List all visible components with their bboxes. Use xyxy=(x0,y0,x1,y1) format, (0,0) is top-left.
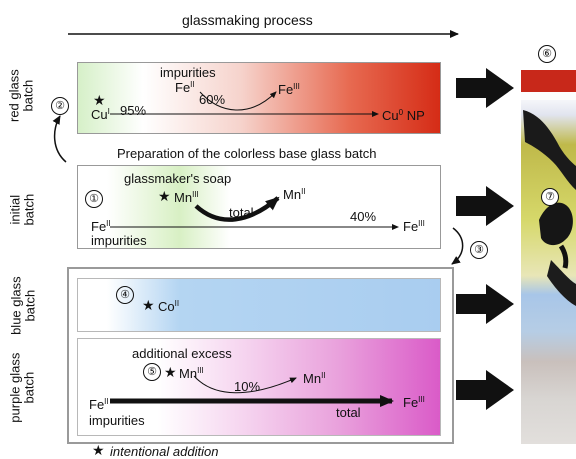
initial-impurities: impurities xyxy=(91,233,147,248)
initial-pct40: 40% xyxy=(350,209,377,224)
star-icon: ★ xyxy=(142,297,155,313)
step-4-marker: ④ xyxy=(116,286,134,304)
purple-fe2: FeII xyxy=(89,397,109,412)
blue-co2: CoII xyxy=(158,299,180,314)
star-icon: ★ xyxy=(164,364,177,380)
purple-pct10: 10% xyxy=(234,379,261,394)
purple-batch-box xyxy=(77,338,441,436)
red-cu1: CuI xyxy=(91,107,110,122)
step-3-marker: ③ xyxy=(470,241,488,259)
color-batches-frame xyxy=(67,267,454,444)
purple-mn3: MnIII xyxy=(179,366,204,381)
legend-text: intentional addition xyxy=(110,444,219,459)
glass-photo xyxy=(521,70,576,444)
blue-batch-box xyxy=(77,278,441,332)
to-photo-arrow-red xyxy=(456,68,514,108)
initial-fe2: FeII xyxy=(91,219,111,234)
red-fe2: FeII xyxy=(175,80,195,95)
initial-mn2: MnII xyxy=(283,187,306,202)
process-title: glassmaking process xyxy=(182,12,313,28)
purple-fe3: FeIII xyxy=(403,395,425,410)
red-impurities: impurities xyxy=(160,65,216,80)
purple-excess: additional excess xyxy=(132,346,232,361)
base-heading: Preparation of the colorless base glass … xyxy=(117,146,377,161)
step-2-marker: ② xyxy=(51,97,69,115)
initial-soap: glassmaker's soap xyxy=(124,171,232,186)
purple-total: total xyxy=(336,405,361,420)
star-icon: ★ xyxy=(92,442,105,458)
red-pct60: 60% xyxy=(199,92,226,107)
purple-impurities: impurities xyxy=(89,413,145,428)
to-photo-arrow-purple xyxy=(456,370,514,410)
star-icon: ★ xyxy=(158,188,171,204)
red-glass-layer xyxy=(521,70,576,92)
step-5-marker: ⑤ xyxy=(143,363,161,381)
initial-batch-box xyxy=(77,165,441,249)
red-fe3: FeIII xyxy=(278,82,300,97)
red-cu0: Cu0 NP xyxy=(382,108,425,123)
red-batch-box xyxy=(77,62,441,134)
step-1-marker: ① xyxy=(85,190,103,208)
star-icon: ★ xyxy=(93,92,106,108)
to-photo-arrow-blue xyxy=(456,284,514,324)
step-7-marker: ⑦ xyxy=(541,188,559,206)
dark-inclusion xyxy=(523,110,576,190)
purple-mn2: MnII xyxy=(303,371,326,386)
initial-mn3: MnIII xyxy=(174,190,199,205)
step-6-marker: ⑥ xyxy=(538,45,556,63)
to-photo-arrow-initial xyxy=(456,186,514,226)
initial-fe3: FeIII xyxy=(403,219,425,234)
